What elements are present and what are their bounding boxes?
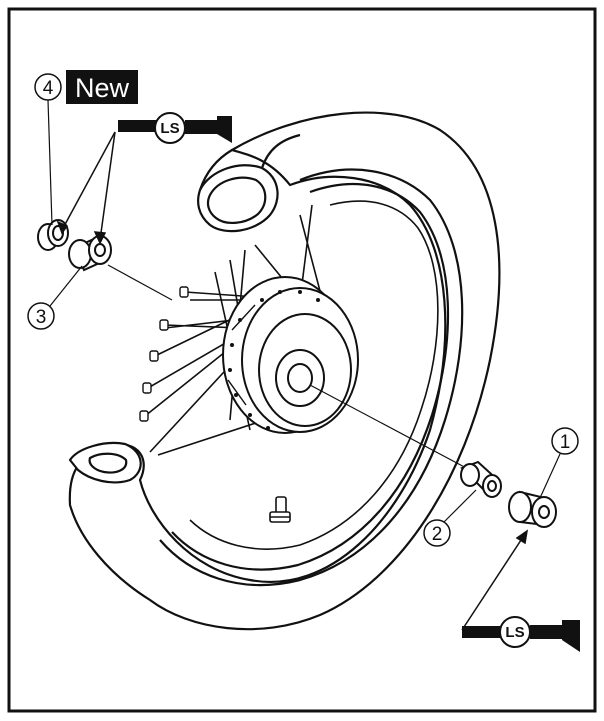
lubricant-symbol-bottom: LS <box>505 624 524 641</box>
valve-stem <box>269 496 291 523</box>
svg-text:4: 4 <box>43 78 54 99</box>
callout-3: 3 <box>27 265 83 330</box>
bearing-guide-line <box>107 264 173 301</box>
svg-text:New: New <box>75 73 130 103</box>
grease-gun-icon-bottom: LS <box>462 616 580 652</box>
wheel-hub <box>222 276 359 434</box>
spoke-nipples <box>139 286 189 422</box>
callout-2: 2 <box>423 489 477 547</box>
grease-gun-icon-top: LS <box>118 112 232 144</box>
axle-guide-line <box>309 384 471 471</box>
callout-4: 4 <box>34 73 62 226</box>
spacer-collar <box>460 460 502 498</box>
wheel-bearing-right <box>508 490 557 528</box>
svg-text:3: 3 <box>36 307 47 328</box>
lubricant-symbol-top: LS <box>160 120 179 137</box>
svg-text:2: 2 <box>432 524 443 545</box>
new-part-badge: New <box>66 70 138 104</box>
tire <box>68 111 501 631</box>
wheel-bearing-left <box>68 235 112 272</box>
arrow-to-bearing-right <box>461 529 529 631</box>
callout-1: 1 <box>539 427 579 499</box>
arrow-to-bearing-left <box>93 131 116 245</box>
arrow-to-seal <box>56 131 116 235</box>
svg-text:1: 1 <box>560 432 571 453</box>
hub-flange-holes <box>228 290 320 430</box>
